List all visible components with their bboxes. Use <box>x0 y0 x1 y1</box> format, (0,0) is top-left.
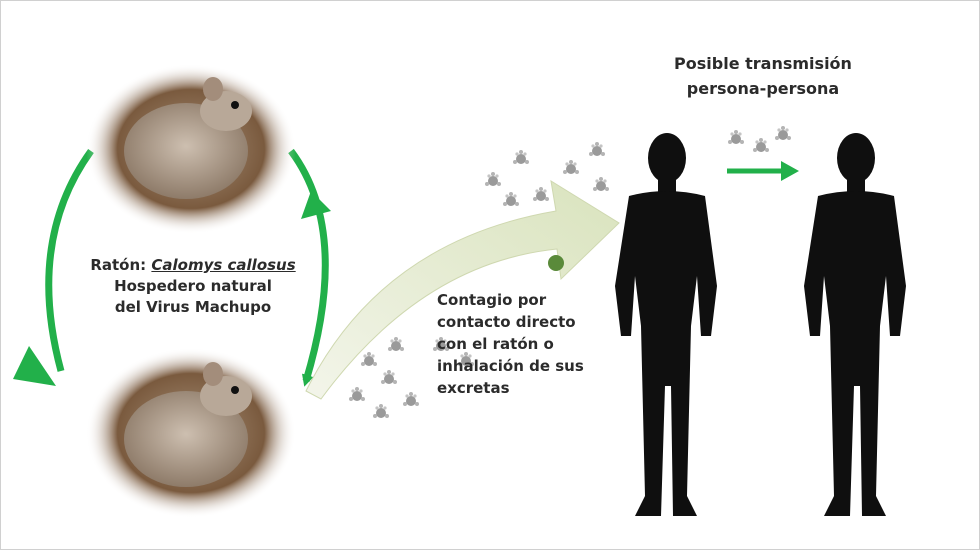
host-species: Calomys callosus <box>151 256 296 274</box>
arrow-icon-up <box>13 346 56 386</box>
mouse-photo-bottom <box>86 348 296 518</box>
transmission-label: Posible transmisión persona-persona <box>633 51 893 101</box>
contagion-label: Contagio por contacto directo con el rat… <box>437 289 627 399</box>
host-line2: Hospedero natural <box>114 277 272 295</box>
contagion-line: con el ratón o <box>437 335 554 353</box>
arrow-icon-transmission <box>727 161 799 181</box>
host-line3: del Virus Machupo <box>114 298 272 316</box>
person-silhouette-right <box>804 133 906 516</box>
host-prefix: Ratón: <box>90 256 152 274</box>
contagion-line: inhalación de sus <box>437 357 584 375</box>
host-label: Ratón: Calomys callosus Hospedero natura… <box>63 255 323 318</box>
cycle-arrow-right <box>288 148 329 387</box>
contagion-line: contacto directo <box>437 313 576 331</box>
contagion-line: excretas <box>437 379 510 397</box>
contagion-arrow <box>305 179 620 400</box>
transmission-line2: persona-persona <box>686 79 840 98</box>
arrow-icon-down <box>301 191 331 219</box>
contagion-line: Contagio por <box>437 291 547 309</box>
cycle-arrows <box>13 148 331 387</box>
mouse-photo-top <box>86 64 296 234</box>
virus-particle-green <box>548 255 564 271</box>
person-silhouette-left <box>615 133 717 516</box>
transmission-line1: Posible transmisión <box>674 54 852 73</box>
cycle-arrow-left <box>45 148 94 372</box>
